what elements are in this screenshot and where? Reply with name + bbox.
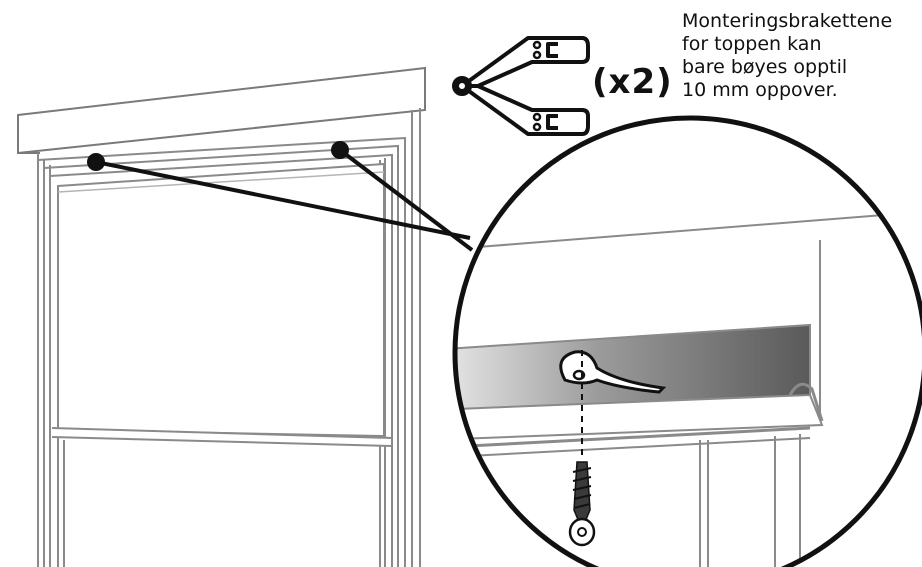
- bracket-clip: [559, 350, 667, 394]
- note-line-3: bare bøyes opptil: [682, 56, 848, 78]
- mount-point-left: [87, 153, 105, 171]
- mount-point-right: [331, 141, 349, 159]
- bracket-icon: [452, 36, 590, 136]
- header-board: [17, 66, 426, 155]
- quantity-label: (x2): [592, 62, 673, 102]
- instruction-note: Monteringsbrakettene for toppen kan bare…: [682, 10, 918, 102]
- window-frame: [17, 66, 426, 567]
- blind-panel: [57, 162, 385, 438]
- screw: [568, 461, 596, 547]
- note-line-4: 10 mm oppover.: [682, 79, 838, 101]
- note-line-2: for toppen kan: [682, 33, 822, 55]
- note-line-1: Monteringsbrakettene: [682, 10, 893, 32]
- zoom-detail: [452, 115, 922, 567]
- pointer-lines: [95, 148, 474, 252]
